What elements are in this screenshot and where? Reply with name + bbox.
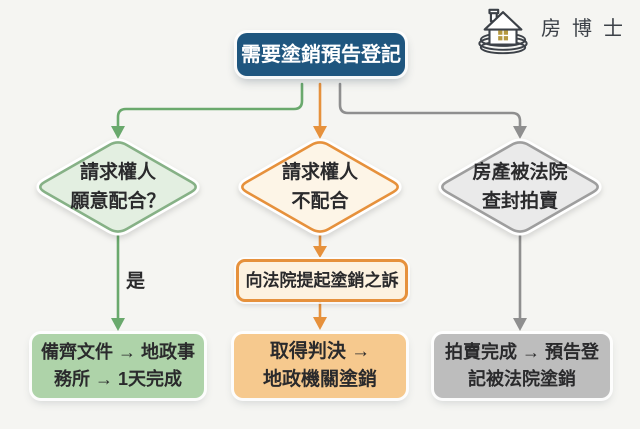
result-cooperate-line1: 備齊文件 → 地政事 <box>40 342 195 362</box>
arrowhead-orange-bottom-icon <box>313 317 327 330</box>
root-node-label: 需要塗銷預告登記 <box>241 43 401 66</box>
lawsuit-node: 向法院提起塗銷之訴 <box>236 259 408 302</box>
edge-label-yes: 是 <box>126 271 146 292</box>
connector-root-to-green <box>116 82 304 129</box>
diamond-green-line1: 請求權人 <box>79 161 156 183</box>
result-auction-line1: 拍賣完成 → 預告登 <box>444 342 599 362</box>
root-node: 需要塗銷預告登記 <box>237 33 405 76</box>
arrowhead-orange-mid-icon <box>313 246 327 258</box>
connector-root-to-gray <box>338 82 522 129</box>
result-judgment-line1: 取得判決 → <box>269 340 371 362</box>
diamond-orange-label: 請求權人 不配合 <box>238 156 402 218</box>
result-auction-line2: 記被法院塗銷 <box>468 369 576 389</box>
diamond-gray-label: 房產被法院 查封拍賣 <box>438 156 602 218</box>
lawsuit-node-label: 向法院提起塗銷之訴 <box>245 270 399 290</box>
diamond-orange-line1: 請求權人 <box>281 161 358 183</box>
arrowhead-gray-top-icon <box>513 126 527 139</box>
diamond-orange-line2: 不配合 <box>291 191 349 212</box>
house-window-icon <box>498 30 509 41</box>
result-cooperate-line2: 務所 → 1天完成 <box>53 369 182 389</box>
diamond-green-label: 請求權人 願意配合？ <box>36 156 200 218</box>
arrowhead-green-top-icon <box>111 126 125 139</box>
arrowhead-gray-bottom-icon <box>513 318 527 331</box>
house-nest-icon <box>478 8 528 55</box>
arrowhead-orange-top-icon <box>313 126 327 139</box>
result-node-judgment: 取得判決 → 地政機關塗銷 <box>234 334 406 398</box>
arrowhead-green-bottom-icon <box>111 318 125 331</box>
brand-name: 房博士 <box>541 17 634 40</box>
brand-logo: 房博士 <box>471 3 634 59</box>
result-node-cooperate: 備齊文件 → 地政事 務所 → 1天完成 <box>32 334 204 398</box>
diamond-gray-line2: 查封拍賣 <box>481 191 558 212</box>
result-node-auction: 拍賣完成 → 預告登 記被法院塗銷 <box>434 334 610 398</box>
diamond-gray-line1: 房產被法院 <box>472 161 568 183</box>
result-judgment-line2: 地政機關塗銷 <box>262 369 377 390</box>
diamond-green-line2: 願意配合？ <box>70 191 166 212</box>
